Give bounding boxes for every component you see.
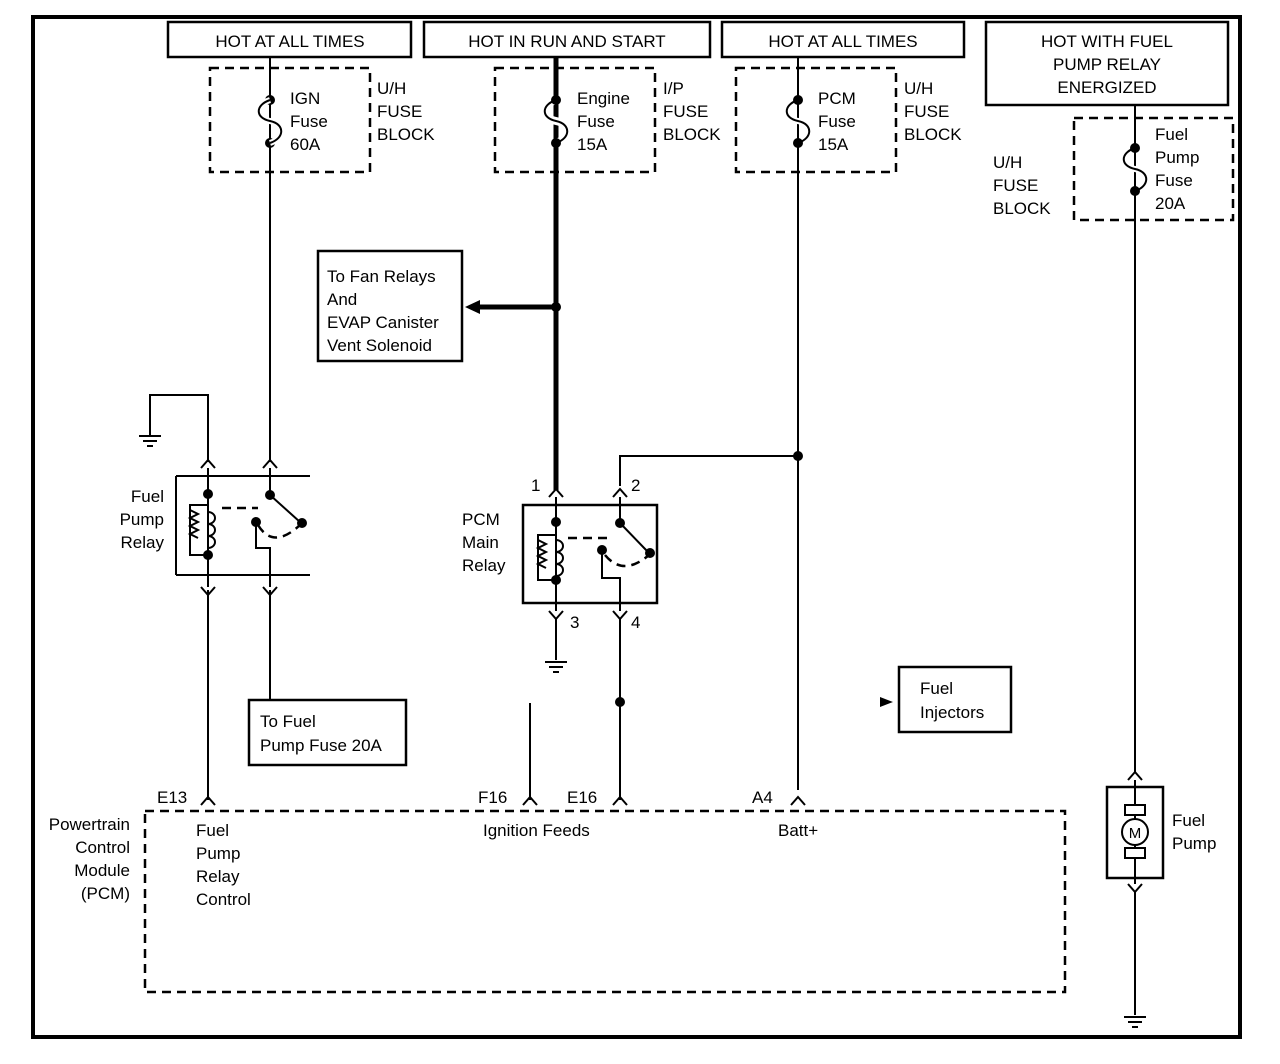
fuse-icon	[1122, 147, 1148, 192]
svg-text:U/H: U/H	[377, 79, 406, 98]
pcm-fuse-block: PCM Fuse 15A U/H FUSE BLOCK	[734, 66, 962, 174]
wires	[149, 57, 1136, 1015]
header-hot-in-run-and-start: HOT IN RUN AND START	[422, 20, 712, 59]
svg-text:BLOCK: BLOCK	[663, 125, 721, 144]
svg-text:I/P: I/P	[663, 79, 684, 98]
svg-text:U/H: U/H	[993, 153, 1022, 172]
svg-text:Relay: Relay	[196, 867, 240, 886]
pcm-module: E13 F16 E16 A4 Powertrain Control Module…	[49, 788, 1067, 994]
svg-text:FUSE: FUSE	[377, 102, 422, 121]
svg-text:Fuel: Fuel	[196, 821, 229, 840]
svg-text:Module: Module	[74, 861, 130, 880]
fuse-icon	[543, 99, 569, 144]
svg-text:And: And	[327, 290, 357, 309]
diagram-border	[31, 15, 1242, 1039]
ground-icon	[139, 430, 161, 447]
svg-text:F16: F16	[478, 788, 507, 807]
arrow-icon	[880, 697, 893, 707]
svg-text:To Fan Relays: To Fan Relays	[327, 267, 436, 286]
svg-text:Injectors: Injectors	[920, 703, 984, 722]
svg-text:To Fuel: To Fuel	[260, 712, 316, 731]
header-hot-at-all-times-1: HOT AT ALL TIMES	[166, 20, 413, 59]
svg-text:PCM: PCM	[462, 510, 500, 529]
svg-text:BLOCK: BLOCK	[377, 125, 435, 144]
svg-text:Pump: Pump	[1155, 148, 1199, 167]
svg-text:(PCM): (PCM)	[81, 884, 130, 903]
svg-text:3: 3	[570, 613, 579, 632]
svg-text:EVAP Canister: EVAP Canister	[327, 313, 439, 332]
svg-text:HOT AT ALL TIMES: HOT AT ALL TIMES	[768, 32, 917, 51]
svg-text:20A: 20A	[1155, 194, 1186, 213]
fuel-pump: M Fuel Pump	[1105, 770, 1216, 894]
svg-text:M: M	[1129, 825, 1142, 842]
svg-text:ENERGIZED: ENERGIZED	[1057, 78, 1156, 97]
header-hot-with-fuel-pump-relay: HOT WITH FUEL PUMP RELAY ENERGIZED	[984, 20, 1230, 107]
svg-text:Fuse: Fuse	[577, 112, 615, 131]
fuse-icon	[785, 99, 811, 144]
svg-text:15A: 15A	[577, 135, 608, 154]
svg-text:Fuse: Fuse	[1155, 171, 1193, 190]
svg-text:HOT WITH FUEL: HOT WITH FUEL	[1041, 32, 1173, 51]
svg-text:4: 4	[631, 613, 640, 632]
svg-text:60A: 60A	[290, 135, 321, 154]
svg-text:15A: 15A	[818, 135, 849, 154]
svg-text:FUSE: FUSE	[993, 176, 1038, 195]
svg-text:Batt+: Batt+	[778, 821, 818, 840]
svg-text:BLOCK: BLOCK	[904, 125, 962, 144]
header-hot-at-all-times-2: HOT AT ALL TIMES	[720, 20, 966, 59]
svg-text:Vent Solenoid: Vent Solenoid	[327, 336, 432, 355]
svg-text:IGN: IGN	[290, 89, 320, 108]
svg-text:E13: E13	[157, 788, 187, 807]
engine-fuse-block: Engine Fuse 15A I/P FUSE BLOCK	[493, 66, 721, 174]
fuel-injectors-box: Fuel Injectors	[880, 665, 1013, 734]
svg-text:Control: Control	[196, 890, 251, 909]
svg-text:Pump: Pump	[1172, 834, 1216, 853]
ign-fuse-block: IGN Fuse 60A U/H FUSE BLOCK	[208, 66, 435, 174]
ground-icon	[1124, 1016, 1146, 1028]
svg-text:Pump Fuse 20A: Pump Fuse 20A	[260, 736, 383, 755]
svg-text:FUSE: FUSE	[904, 102, 949, 121]
svg-text:PCM: PCM	[818, 89, 856, 108]
fuel-pump-relay: Fuel Pump Relay	[120, 458, 310, 597]
svg-text:U/H: U/H	[904, 79, 933, 98]
svg-text:Fuel: Fuel	[920, 679, 953, 698]
svg-text:1: 1	[531, 476, 540, 495]
svg-text:Main: Main	[462, 533, 499, 552]
svg-text:2: 2	[631, 476, 640, 495]
svg-text:Fuel: Fuel	[131, 487, 164, 506]
svg-text:Control: Control	[75, 838, 130, 857]
motor-icon	[1121, 818, 1149, 846]
fuel-pump-fuse-block: Fuel Pump Fuse 20A U/H FUSE BLOCK	[993, 116, 1235, 222]
svg-text:FUSE: FUSE	[663, 102, 708, 121]
svg-text:Ignition Feeds: Ignition Feeds	[483, 821, 590, 840]
svg-text:Fuel: Fuel	[1155, 125, 1188, 144]
svg-text:Powertrain: Powertrain	[49, 815, 130, 834]
svg-text:Pump: Pump	[196, 844, 240, 863]
svg-text:BLOCK: BLOCK	[993, 199, 1051, 218]
svg-text:HOT IN RUN AND START: HOT IN RUN AND START	[468, 32, 665, 51]
svg-text:Fuel: Fuel	[1172, 811, 1205, 830]
svg-text:Relay: Relay	[121, 533, 165, 552]
ground-icon	[545, 661, 567, 673]
svg-text:E16: E16	[567, 788, 597, 807]
svg-text:Fuse: Fuse	[818, 112, 856, 131]
svg-text:Pump: Pump	[120, 510, 164, 529]
pcm-main-relay: 1 2 3 4 PCM Main Relay	[462, 476, 659, 632]
fan-relays-label-box: To Fan Relays And EVAP Canister Vent Sol…	[316, 249, 464, 363]
svg-text:Relay: Relay	[462, 556, 506, 575]
fuse-icon	[257, 99, 283, 144]
svg-text:Engine: Engine	[577, 89, 630, 108]
svg-text:A4: A4	[752, 788, 773, 807]
svg-text:PUMP RELAY: PUMP RELAY	[1053, 55, 1161, 74]
svg-text:HOT AT ALL TIMES: HOT AT ALL TIMES	[215, 32, 364, 51]
to-fuel-pump-fuse-box: To Fuel Pump Fuse 20A	[247, 698, 408, 767]
svg-text:Fuse: Fuse	[290, 112, 328, 131]
